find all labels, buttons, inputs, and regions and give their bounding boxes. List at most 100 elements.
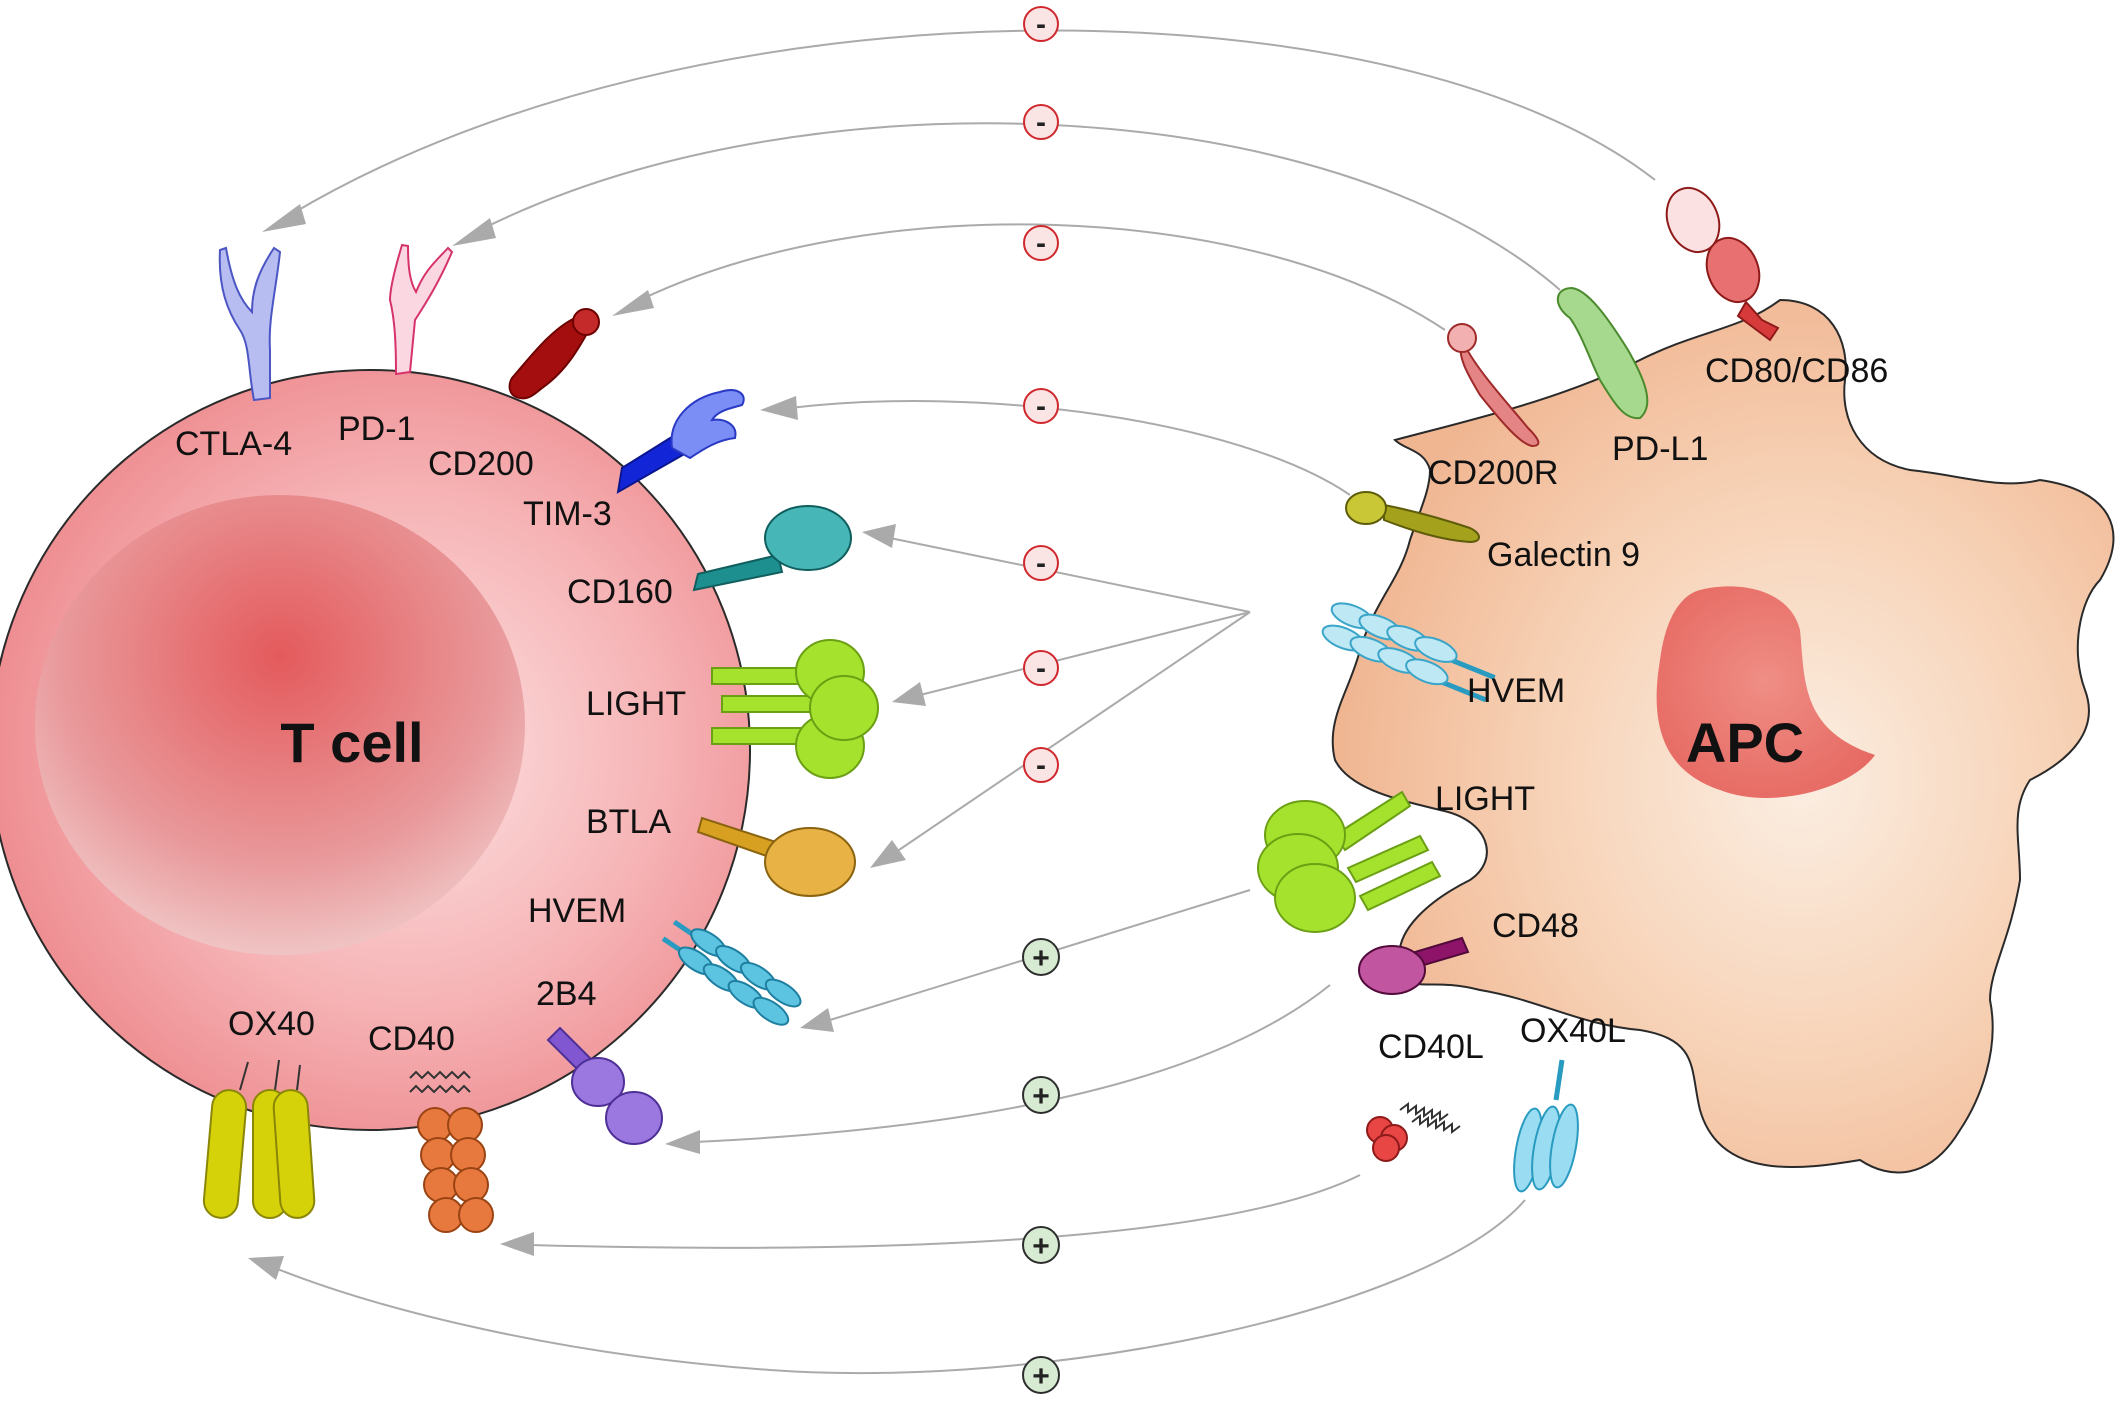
interaction-arrows (248, 29, 1656, 1375)
cd48-label: CD48 (1492, 907, 1579, 945)
light-head (1274, 863, 1356, 933)
2b4-head (571, 1057, 625, 1107)
arrow-hvem-btla (895, 611, 1251, 853)
cd40-bead (450, 1137, 486, 1173)
apc-nucleus (1656, 586, 1875, 798)
stimulatory-marker (1022, 1356, 1060, 1394)
signal-cd40l-cd40: + (1022, 1226, 1060, 1264)
cd160-label: CD160 (567, 573, 673, 611)
ox40l-label: OX40L (1520, 1012, 1626, 1050)
signal-hvem-light: - (1023, 650, 1059, 686)
inhibitory-marker (1023, 747, 1059, 783)
arrow-hvem-light (919, 611, 1251, 696)
galectin9-stalk (1383, 503, 1480, 544)
cd40-receptor (409, 1070, 494, 1233)
galectin9-head (1345, 491, 1387, 525)
cd200-label: CD200 (428, 445, 534, 483)
cd40-bead (423, 1167, 459, 1203)
signal-hvem-cd160: - (1023, 545, 1059, 581)
t-cell-title: T cell (280, 711, 423, 774)
light-stalk (721, 695, 813, 713)
cd80-cd86-head (1705, 237, 1761, 303)
cd80-cd86-stalk (1736, 300, 1780, 342)
hvem-label-tcell: HVEM (528, 892, 626, 930)
arrow-ox40l-ox40-head (248, 1256, 284, 1280)
signal-sign: + (1032, 942, 1050, 975)
signal-sign: - (1036, 547, 1046, 580)
signal-light-hvem: + (1022, 938, 1060, 976)
inhibitory-marker (1023, 388, 1059, 424)
cd160-stalk (692, 553, 784, 592)
hvem-receptor-tcell (661, 919, 802, 1026)
arrow-ox40l-ox40 (274, 1199, 1526, 1375)
stimulatory-marker (1022, 1076, 1060, 1114)
cd160-head (764, 505, 852, 571)
tim3-head (670, 389, 745, 460)
cd200r-head (1447, 323, 1477, 353)
ctla4-label: CTLA-4 (175, 425, 292, 463)
arrow-cd80-ctla4-head (262, 204, 306, 232)
signal-sign: + (1032, 1080, 1050, 1113)
ox40-stalk (296, 1064, 301, 1091)
light-stalk (711, 667, 803, 685)
cd40l-label: CD40L (1378, 1028, 1484, 1066)
hvem-ligand-apc (1321, 602, 1496, 703)
cd200r-label: CD200R (1428, 454, 1558, 492)
arrow-hvem-btla-head (870, 840, 906, 868)
apc-ligands: CD80/CD86 PD-L1 CD200R Galectin 9 HVEM (1257, 187, 1888, 1193)
signal-sign: + (1032, 1230, 1050, 1263)
light-label-tcell: LIGHT (586, 685, 686, 723)
arrow-cd48-2b4 (694, 984, 1331, 1143)
cd200r-ligand (1459, 337, 1540, 448)
arrow-cd40l-cd40-head (500, 1232, 534, 1256)
t-cell-receptors: CTLA-4 PD-1 CD200 TIM-3 CD160 LIGHT BTLA (175, 243, 879, 1233)
tim3-label: TIM-3 (523, 495, 612, 533)
ox40-receptor (202, 1059, 316, 1219)
ox40-segment (272, 1089, 316, 1219)
arrow-galectin9-tim3 (789, 400, 1351, 496)
ox40l-stalk (1553, 1059, 1565, 1101)
inhibitory-marker (1023, 650, 1059, 686)
cd40l-stalk (1411, 1114, 1461, 1134)
btla-label: BTLA (586, 803, 671, 841)
inhibitory-marker (1023, 545, 1059, 581)
ox40l-ligand (1513, 1059, 1579, 1193)
ox40l-segment (1549, 1103, 1579, 1189)
cd40-bead (428, 1197, 464, 1233)
signal-sign: - (1036, 749, 1046, 782)
light-stalk (1358, 860, 1442, 912)
btla-head (764, 827, 856, 897)
signal-sign: - (1036, 8, 1046, 41)
ox40-segment (202, 1089, 248, 1219)
apc-title: APC (1686, 711, 1804, 774)
arrow-hvem-cd160-head (862, 524, 896, 548)
pdl1-label: PD-L1 (1612, 430, 1708, 468)
cd40l-ligand (1366, 1102, 1461, 1162)
light-receptor-tcell (711, 639, 879, 779)
arrow-hvem-cd160 (889, 537, 1251, 613)
light-stalk (711, 727, 803, 745)
ox40-stalk (274, 1059, 280, 1091)
pd1-receptor (388, 243, 454, 376)
signal-sign: + (1032, 1360, 1050, 1393)
cd40l-bead (1372, 1134, 1400, 1162)
stimulatory-marker (1022, 1226, 1060, 1264)
ox40-label: OX40 (228, 1005, 315, 1043)
light-head (809, 675, 879, 741)
hvem-bead (1405, 658, 1449, 686)
cd200-head (572, 308, 600, 336)
inhibitory-marker (1023, 6, 1059, 42)
cd48-head (1358, 945, 1426, 995)
stimulatory-marker (1022, 938, 1060, 976)
arrow-cd40l-cd40 (529, 1174, 1361, 1249)
cd40-bead (453, 1167, 489, 1203)
hvem-bead (764, 978, 802, 1008)
arrow-cd48-2b4-head (665, 1130, 700, 1154)
cd40-bead (417, 1107, 453, 1143)
cd40l-stalk (1399, 1102, 1449, 1122)
cd40-bead (458, 1197, 494, 1233)
signal-pdl1-pd1: - (1023, 104, 1059, 140)
light-ligand-apc (1257, 790, 1442, 933)
2b4-label: 2B4 (536, 975, 597, 1013)
